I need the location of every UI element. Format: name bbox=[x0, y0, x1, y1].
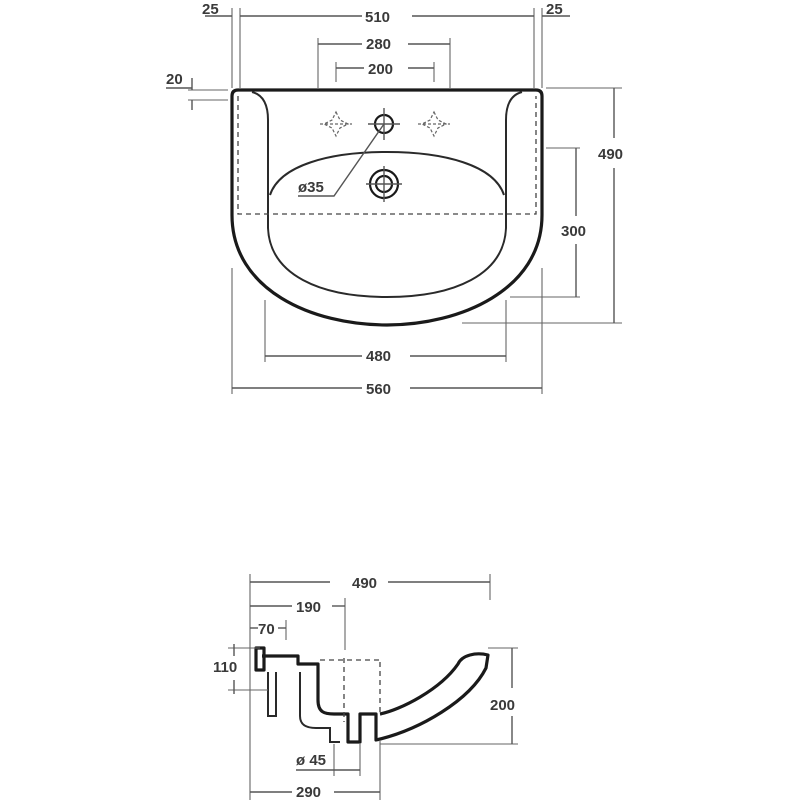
tap-diameter-leader bbox=[298, 123, 385, 197]
basin-inner-bowl bbox=[267, 227, 507, 299]
basin-inner-wall-right bbox=[505, 91, 523, 228]
dim-edge-left: 25 bbox=[202, 1, 219, 18]
dim-wall-offset: 70 bbox=[258, 621, 275, 638]
dim-waste-offset: 190 bbox=[296, 599, 321, 616]
basin-oval bbox=[269, 150, 505, 196]
tap-hole-right-optional bbox=[418, 110, 450, 138]
drain-hole bbox=[366, 166, 402, 202]
dim-inner-width: 480 bbox=[366, 348, 391, 365]
basin-side-view: 490 190 70 110 200 ø 45 290 bbox=[213, 574, 518, 800]
rim-dashed-line bbox=[237, 96, 537, 215]
basin-top-view: ø35 25 510 25 280 200 20 bbox=[166, 1, 623, 398]
dim-rim-thickness: 20 bbox=[166, 71, 183, 88]
dim-overall-width-top: 510 bbox=[365, 9, 390, 26]
basin-outer-outline bbox=[230, 88, 544, 327]
basin-side-profile bbox=[262, 652, 490, 744]
dim-side-height: 200 bbox=[490, 697, 515, 714]
dim-edge-right: 25 bbox=[546, 1, 563, 18]
waste-dashed bbox=[320, 658, 381, 722]
tap-diameter-label: ø35 bbox=[298, 179, 324, 196]
dim-bowl-depth: 300 bbox=[561, 223, 586, 240]
dim-tap-spacing-outer: 280 bbox=[366, 36, 391, 53]
tap-hole-left-optional bbox=[320, 110, 352, 138]
dim-overall-width: 560 bbox=[366, 381, 391, 398]
dim-side-depth: 490 bbox=[352, 575, 377, 592]
basin-inner-wall-left bbox=[251, 91, 269, 228]
basin-side-outer-skirt bbox=[267, 672, 277, 717]
dim-waste-to-wall: 290 bbox=[296, 784, 321, 800]
dim-overall-depth: 490 bbox=[598, 146, 623, 163]
wall-bracket bbox=[254, 646, 266, 672]
dim-tap-spacing-inner: 200 bbox=[368, 61, 393, 78]
dim-rim-height: 110 bbox=[213, 659, 237, 676]
dim-waste-diameter: ø 45 bbox=[296, 752, 326, 769]
basin-side-inner bbox=[299, 672, 340, 743]
